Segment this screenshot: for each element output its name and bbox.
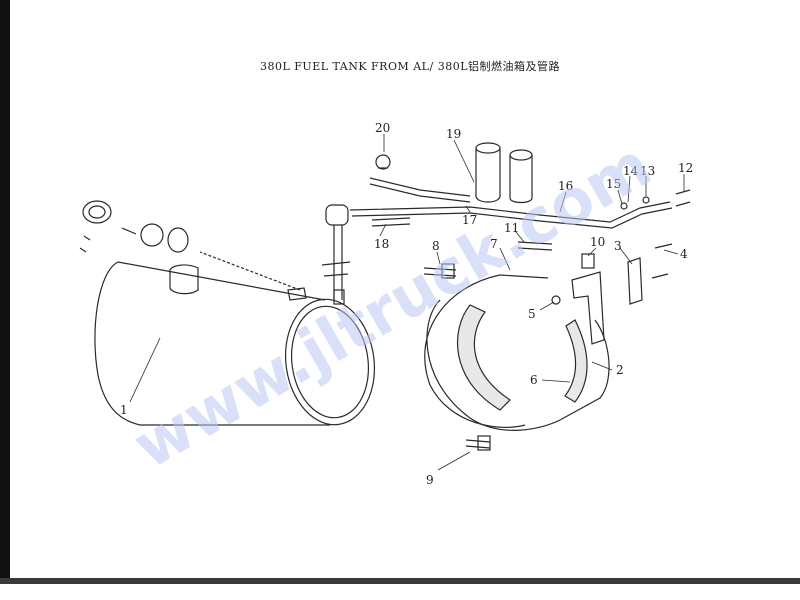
callout-2: 2 [616,363,624,377]
callout-19: 19 [446,127,461,141]
callout-4: 4 [680,247,688,261]
watermark-text: www.jltruck.com [121,128,663,483]
callout-17: 17 [462,213,477,227]
fuel-filter [475,142,533,204]
callout-3: 3 [614,239,622,253]
bolts-and-fasteners [423,189,691,451]
fuel-tank [94,251,376,426]
callout-15: 15 [606,177,621,191]
callout-11: 11 [504,221,519,235]
scan-bottom-edge [0,578,800,584]
callout-10: 10 [590,235,605,249]
callout-6: 6 [530,373,538,387]
mounting-bracket [571,257,643,345]
callout-9: 9 [426,473,434,487]
leader-lines [129,134,685,471]
callout-18: 18 [374,237,389,251]
tank-strap [424,274,610,431]
callout-5: 5 [528,307,536,321]
scan-left-edge [0,0,10,584]
callout-7: 7 [490,237,498,251]
fuel-sender-unit [321,204,351,305]
callout-14: 14 [623,164,639,178]
callout-12: 12 [678,161,693,175]
diagram-title: 380L FUEL TANK FROM AL/ 380L铝制燃油箱及管路 [260,60,560,73]
callout-16: 16 [558,179,573,193]
fuel-cap-assembly [79,200,189,253]
callout-13: 13 [640,164,655,178]
callout-8: 8 [432,239,440,253]
callout-labels: 1 2 3 4 5 6 7 8 9 10 11 12 13 14 15 16 1… [120,121,693,487]
hose-clamp [375,154,391,170]
callout-20: 20 [375,121,390,135]
strap-liner [456,304,588,411]
fuel-lines [349,177,673,229]
callout-1: 1 [120,403,128,417]
